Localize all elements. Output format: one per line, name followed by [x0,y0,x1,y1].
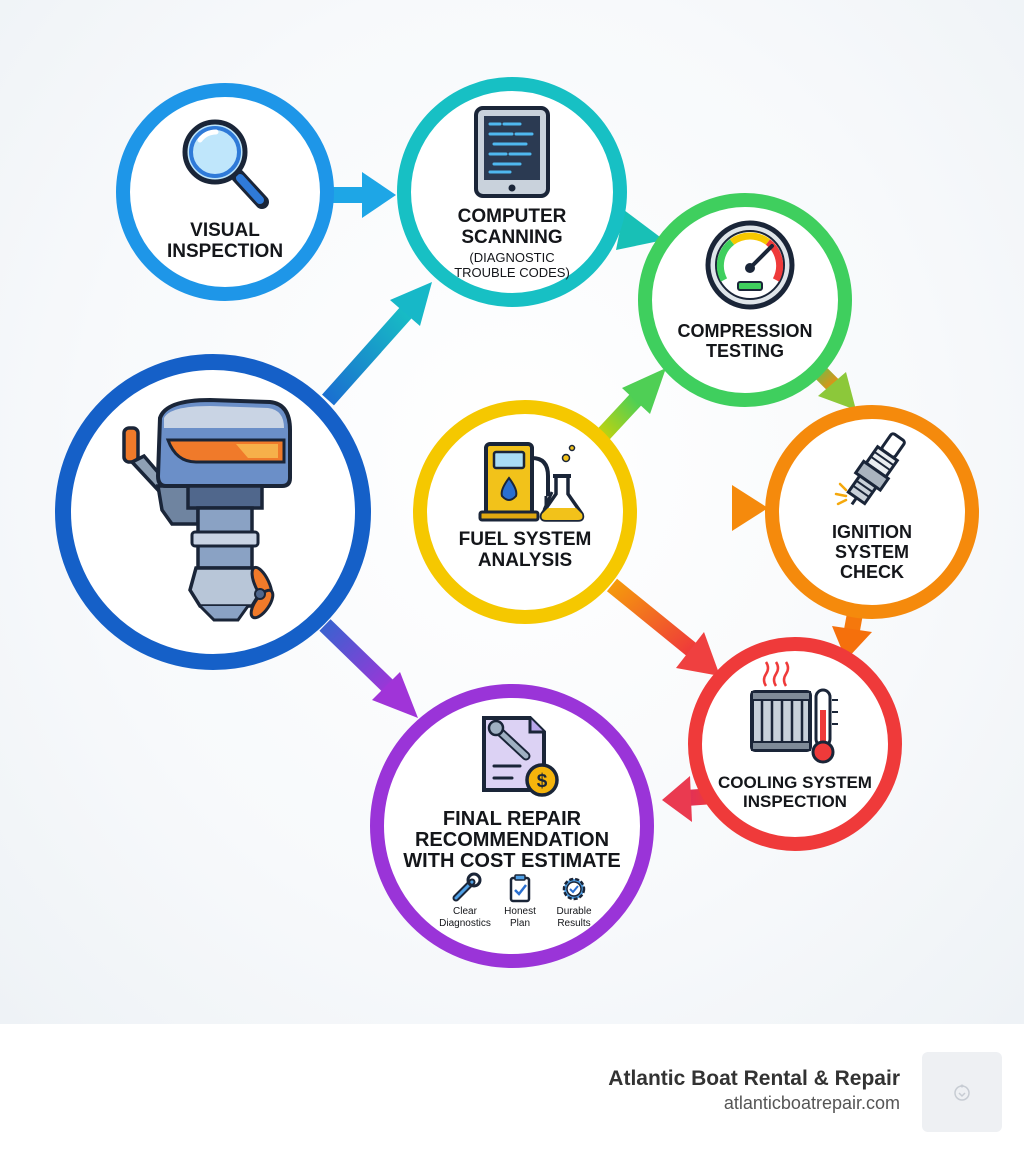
fuel-pump-flask-icon [478,442,585,522]
node-label-final: FINAL REPAIR [443,808,582,830]
node-label-fuel: FUEL SYSTEM [459,529,592,550]
node-sublabel-computer: TROUBLE CODES) [454,265,570,280]
node-label-compression: TESTING [706,341,784,361]
arrow-fuel-cooling [606,578,720,676]
node-label-cooling: COOLING SYSTEM [718,773,872,792]
node-circle-visual [116,83,334,301]
arrow-engine-final [319,619,418,718]
feature-label: Honest [504,906,536,917]
gear-check-icon [562,877,586,901]
node-label-computer: COMPUTER [458,206,567,227]
node-label-cooling: INSPECTION [743,792,847,811]
feature-label: Plan [510,918,530,929]
arrow-engine-computer [322,282,432,406]
node-label-compression: COMPRESSION [677,321,812,341]
feature-label: Clear [453,906,478,917]
feature-label: Durable [556,906,591,917]
tablet-scanner-icon [474,106,550,198]
node-labels: VISUALINSPECTIONCOMPUTERSCANNING(DIAGNOS… [167,206,912,872]
node-icons: $ [122,106,906,903]
diagram-canvas: $ [0,0,1024,1024]
connectors [214,172,872,822]
node-label-ignition: CHECK [840,562,904,582]
svg-text:$: $ [537,771,548,792]
arrow-fuel-compression [594,368,666,444]
brand-block: Atlantic Boat Rental & Repair atlanticbo… [608,1066,900,1114]
radiator-thermometer-icon [750,661,838,764]
arrow-fuel-ignition [630,485,768,531]
node-label-fuel: ANALYSIS [478,550,572,571]
clipboard-check-icon [509,874,531,903]
node-label-computer: SCANNING [461,227,562,248]
node-label-visual: VISUAL [190,220,260,241]
footer: Atlantic Boat Rental & Repair atlanticbo… [0,1024,1024,1154]
node-circle-ignition [765,405,979,619]
feature-label: Results [557,918,590,929]
logo-glyph-icon [954,1084,970,1101]
node-label-ignition: IGNITION [832,522,912,542]
node-label-ignition: SYSTEM [835,542,909,562]
node-label-visual: INSPECTION [167,241,283,262]
outboard-motor-icon [122,397,292,622]
pressure-gauge-icon [705,220,795,310]
node-sublabel-computer: (DIAGNOSTIC [469,250,554,265]
brand-name: Atlantic Boat Rental & Repair [608,1067,900,1090]
node-label-final: WITH COST ESTIMATE [403,850,620,872]
feature-label: Diagnostics [439,918,491,929]
brand-url[interactable]: atlanticboatrepair.com [723,1093,900,1113]
node-label-final: RECOMMENDATION [415,829,609,851]
spark-icon [834,482,848,506]
magnifier-icon [182,119,269,209]
repair-invoice-icon: $ [482,716,559,797]
spark-plug-icon [846,432,906,506]
wrench-icon [452,872,482,902]
shop-logo-icon [922,1052,1002,1132]
diagnostic-flow-diagram: $ [55,77,979,968]
